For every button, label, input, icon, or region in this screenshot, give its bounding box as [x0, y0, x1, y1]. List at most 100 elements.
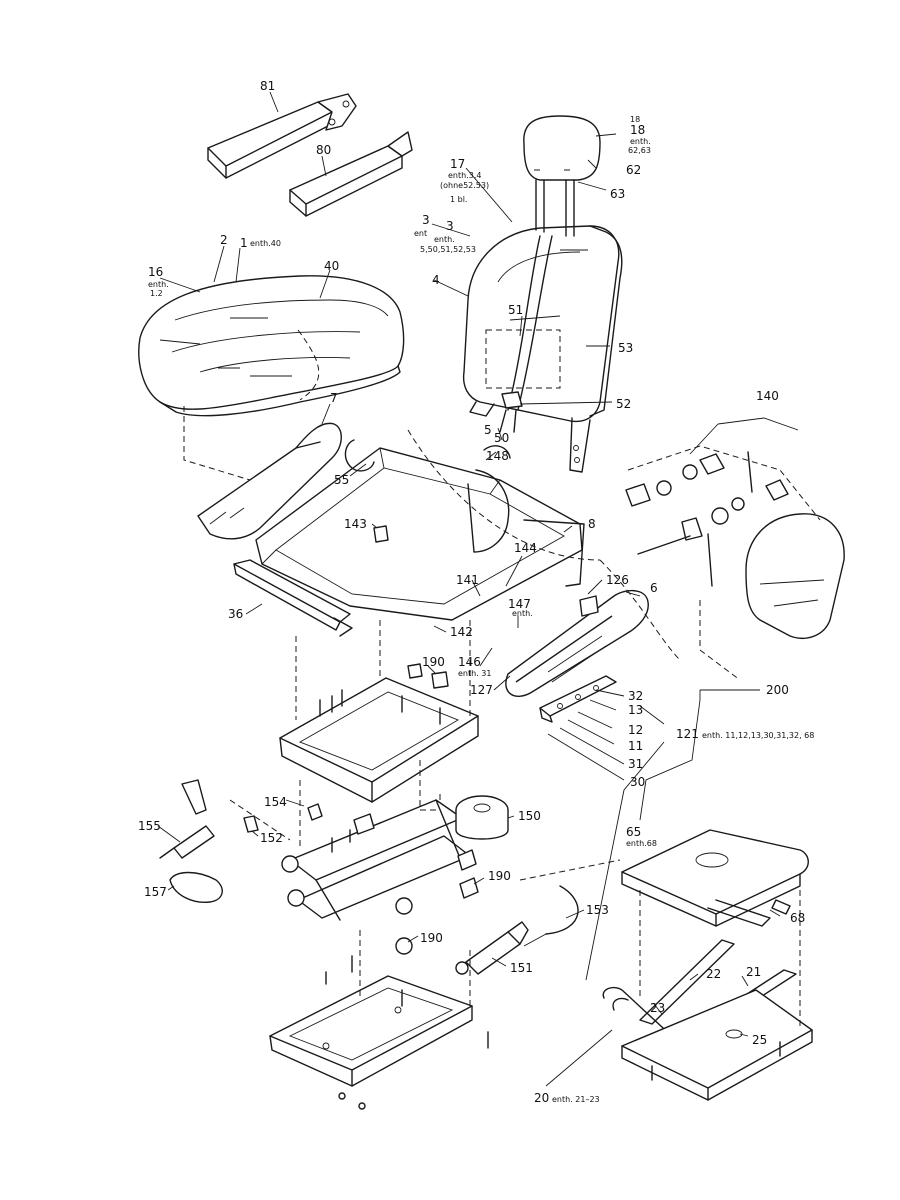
callout-3-note-2: 5,50,51,52,53 [420, 245, 476, 254]
callout-146-note: enth. 31 [458, 669, 491, 678]
callout-3-note-0: ent [414, 229, 427, 238]
callout-142: 142 [450, 625, 473, 639]
callout-190a: 190 [422, 655, 445, 669]
handle-157 [169, 871, 223, 903]
callout-32: 32 [628, 689, 643, 703]
callout-200: 200 [766, 683, 789, 697]
armrest-81 [207, 93, 357, 179]
lever-155 [159, 779, 215, 859]
seat-belt [499, 235, 553, 433]
callout-80: 80 [316, 143, 331, 157]
callout-16-note-1: enth. [148, 280, 169, 289]
callout-18a: 18 [630, 115, 640, 124]
callout-36: 36 [228, 607, 243, 621]
callout-155: 155 [138, 819, 161, 833]
callout-146: 146 [458, 655, 481, 669]
assembly-lines [183, 406, 801, 1030]
rail-strips [539, 675, 617, 723]
callout-81: 81 [260, 79, 275, 93]
callout-23: 23 [650, 1001, 665, 1015]
callout-140: 140 [756, 389, 779, 403]
slide-rails [602, 939, 813, 1101]
callout-21: 21 [746, 965, 761, 979]
callout-65-note: enth.68 [626, 839, 657, 848]
callout-147-note: enth. [512, 609, 533, 618]
callout-121: 121 [676, 727, 699, 741]
air-spring-150 [455, 795, 509, 840]
scissor-mechanism [281, 799, 479, 955]
callout-17-note-1: enth.3,4 [448, 171, 481, 180]
callout-144: 144 [514, 541, 537, 555]
callout-52: 52 [616, 397, 631, 411]
callout-147: 147 [508, 597, 531, 611]
callout-18-note-2: 62,63 [628, 146, 651, 155]
seat-frame [197, 422, 585, 621]
callout-152: 152 [260, 831, 283, 845]
callout-150: 150 [518, 809, 541, 823]
callout-labels: 81 80 2 1 enth.40 16 enth. 1.2 40 17 ent… [138, 79, 814, 1105]
callout-40: 40 [324, 259, 339, 273]
callout-63: 63 [610, 187, 625, 201]
callout-148: 148 [486, 449, 509, 463]
callout-17-note-3: 1 bl. [450, 195, 467, 204]
callout-3b: 3 [446, 219, 454, 233]
callout-22: 22 [706, 967, 721, 981]
callout-4: 4 [432, 273, 440, 287]
callout-5: 5 [484, 423, 492, 437]
callout-154: 154 [264, 795, 287, 809]
callout-16-note-2: 1.2 [150, 289, 163, 298]
cable-153 [545, 885, 579, 935]
callout-13: 13 [628, 703, 643, 717]
swivel-plate-65 [621, 829, 809, 927]
callout-50: 50 [494, 431, 509, 445]
callout-190c: 190 [420, 931, 443, 945]
callout-11: 11 [628, 739, 643, 753]
callout-2: 2 [220, 233, 228, 247]
callout-17-note-2: (ohne52.53) [440, 181, 489, 190]
callout-3a: 3 [422, 213, 430, 227]
callout-157: 157 [144, 885, 167, 899]
callout-20: 20 [534, 1091, 549, 1105]
armrest-80 [289, 131, 413, 217]
callout-6: 6 [650, 581, 658, 595]
callout-153: 153 [586, 903, 609, 917]
callout-30: 30 [630, 775, 645, 789]
callout-25: 25 [752, 1033, 767, 1047]
callout-143: 143 [344, 517, 367, 531]
callout-51: 51 [508, 303, 523, 317]
callout-121-note: enth. 11,12,13,30,31,32, 68 [702, 731, 814, 740]
shock-absorber-151 [455, 921, 529, 975]
callout-17: 17 [450, 157, 465, 171]
callout-16: 16 [148, 265, 163, 279]
callout-126: 126 [606, 573, 629, 587]
callout-1-note: enth.40 [250, 239, 281, 248]
headrest [523, 115, 601, 237]
callout-62: 62 [626, 163, 641, 177]
callout-3-note-1: enth. [434, 235, 455, 244]
callout-151: 151 [510, 961, 533, 975]
callout-7: 7 [330, 391, 338, 405]
callout-190b: 190 [488, 869, 511, 883]
leader-lines [157, 91, 799, 1087]
callout-1: 1 [240, 236, 248, 250]
callout-20-note: enth. 21–23 [552, 1095, 600, 1104]
callout-55: 55 [334, 473, 349, 487]
callout-12: 12 [628, 723, 643, 737]
callout-127: 127 [470, 683, 493, 697]
callout-68: 68 [790, 911, 805, 925]
callout-31: 31 [628, 757, 643, 771]
rail-36 [233, 559, 353, 637]
upper-suspension-frame [279, 677, 479, 803]
callout-18-note-1: enth. [630, 137, 651, 146]
fasteners [243, 525, 791, 1110]
callout-65: 65 [626, 825, 641, 839]
callout-8: 8 [588, 517, 596, 531]
side-cover-6 [505, 589, 649, 697]
callout-53: 53 [618, 341, 633, 355]
callout-141: 141 [456, 573, 479, 587]
backrest [462, 225, 623, 473]
callout-18: 18 [630, 123, 645, 137]
mechanism-140 [625, 445, 845, 639]
